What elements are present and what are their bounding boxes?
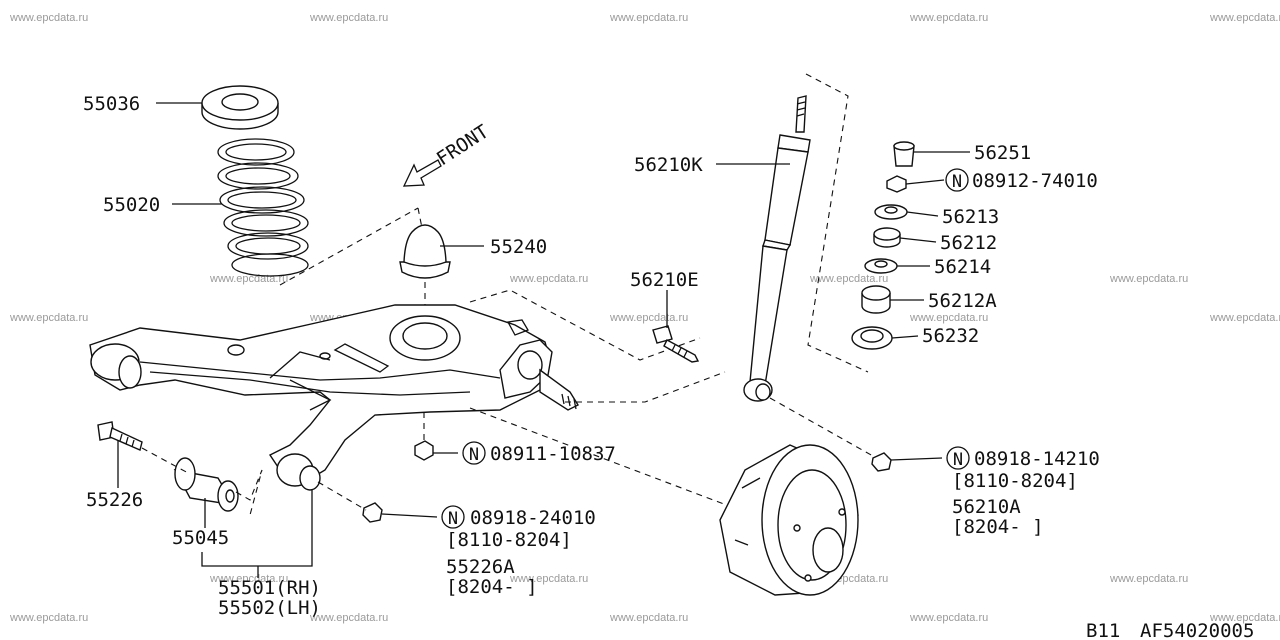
part-label-08918-14210[interactable]: 08918-14210 — [974, 448, 1100, 470]
part-range-8110-8204: [8110-8204] — [446, 529, 572, 551]
part-label-56210K[interactable]: 56210K — [634, 154, 703, 176]
watermark: www.epcdata.ru — [9, 312, 88, 324]
part-label-56213[interactable]: 56213 — [942, 206, 999, 228]
part-label-56210E[interactable]: 56210E — [630, 269, 699, 291]
part-label-55226A[interactable]: 55226A — [446, 556, 515, 578]
watermark: www.epcdata.ru — [1209, 12, 1280, 24]
n-marker-08912: N — [945, 168, 969, 192]
watermark: www.epcdata.ru — [1209, 312, 1280, 324]
watermark: www.epcdata.ru — [909, 312, 988, 324]
watermark: www.epcdata.ru — [609, 312, 688, 324]
watermark: www.epcdata.ru — [1109, 573, 1188, 585]
leader-lines — [117, 102, 970, 578]
bushing-part — [173, 457, 239, 512]
n-marker-08918-24010: N — [441, 505, 465, 529]
spring-seat-part — [201, 85, 279, 130]
watermark: www.epcdata.ru — [209, 573, 288, 585]
watermark: www.epcdata.ru — [9, 612, 88, 624]
mount-parts-part — [851, 141, 915, 350]
n-marker-08918-14210: N — [946, 446, 970, 470]
brake-drum-part — [719, 444, 859, 596]
part-label-08918-24010[interactable]: 08918-24010 — [470, 507, 596, 529]
part-label-55240[interactable]: 55240 — [490, 236, 547, 258]
model-code: B11 — [1086, 620, 1120, 640]
part-label-56251[interactable]: 56251 — [974, 142, 1031, 164]
n-symbol: N — [469, 445, 479, 465]
part-range-8204: [8204- ] — [446, 576, 538, 598]
part-label-08912-74010[interactable]: 08912-74010 — [972, 170, 1098, 192]
part-label-56212A[interactable]: 56212A — [928, 290, 997, 312]
part-label-56212[interactable]: 56212 — [940, 232, 997, 254]
part-label-55020[interactable]: 55020 — [103, 194, 160, 216]
shock-absorber-part — [743, 95, 811, 402]
nut-08911-part — [414, 412, 434, 461]
front-arrow-icon — [402, 159, 442, 187]
part-labels: 55036 55020 55240 56210K 56251 08912-740… — [83, 93, 1100, 619]
front-label: FRONT — [433, 121, 493, 171]
bump-stopper-part — [399, 207, 451, 330]
watermark: www.epcdata.ru — [209, 273, 288, 285]
watermark: www.epcdata.ru — [1109, 273, 1188, 285]
watermark: www.epcdata.ru — [1209, 612, 1280, 624]
nut-08918-24010-part — [317, 481, 383, 523]
n-symbol: N — [952, 172, 962, 192]
watermark: www.epcdata.ru — [809, 273, 888, 285]
watermark: www.epcdata.ru — [909, 12, 988, 24]
watermark: www.epcdata.ru — [509, 273, 588, 285]
part-label-55045[interactable]: 55045 — [172, 527, 229, 549]
part-label-55501-rh[interactable]: 55501(RH) — [218, 577, 321, 599]
watermark: www.epcdata.ru — [609, 12, 688, 24]
n-marker-08911: N — [462, 441, 486, 465]
bolt-56210E-part — [652, 325, 700, 363]
watermark: www.epcdata.ru — [309, 612, 388, 624]
nut-08918-14210-part — [871, 452, 892, 472]
part-label-55036[interactable]: 55036 — [83, 93, 140, 115]
part-label-56214[interactable]: 56214 — [934, 256, 991, 278]
part-label-55502-lh[interactable]: 55502(LH) — [218, 597, 321, 619]
rear-axle-beam-part — [89, 304, 579, 491]
n-symbol: N — [448, 509, 458, 529]
watermark: www.epcdata.ru — [909, 612, 988, 624]
part-label-08911-10837[interactable]: 08911-10837 — [490, 443, 616, 465]
part-label-56232[interactable]: 56232 — [922, 325, 979, 347]
part-range-8204: [8204- ] — [952, 516, 1044, 538]
watermark: www.epcdata.ru — [509, 573, 588, 585]
bolt-55226-part — [97, 421, 143, 451]
n-symbol: N — [953, 450, 963, 470]
part-label-56210A[interactable]: 56210A — [952, 496, 1021, 518]
part-range-8110-8204: [8110-8204] — [952, 470, 1078, 492]
coil-spring-part — [217, 138, 309, 277]
watermark: www.epcdata.ru — [609, 612, 688, 624]
part-label-55226[interactable]: 55226 — [86, 489, 143, 511]
watermark: www.epcdata.ru — [309, 12, 388, 24]
watermark: www.epcdata.ru — [9, 12, 88, 24]
figure-code: AF54020005 — [1140, 620, 1254, 640]
